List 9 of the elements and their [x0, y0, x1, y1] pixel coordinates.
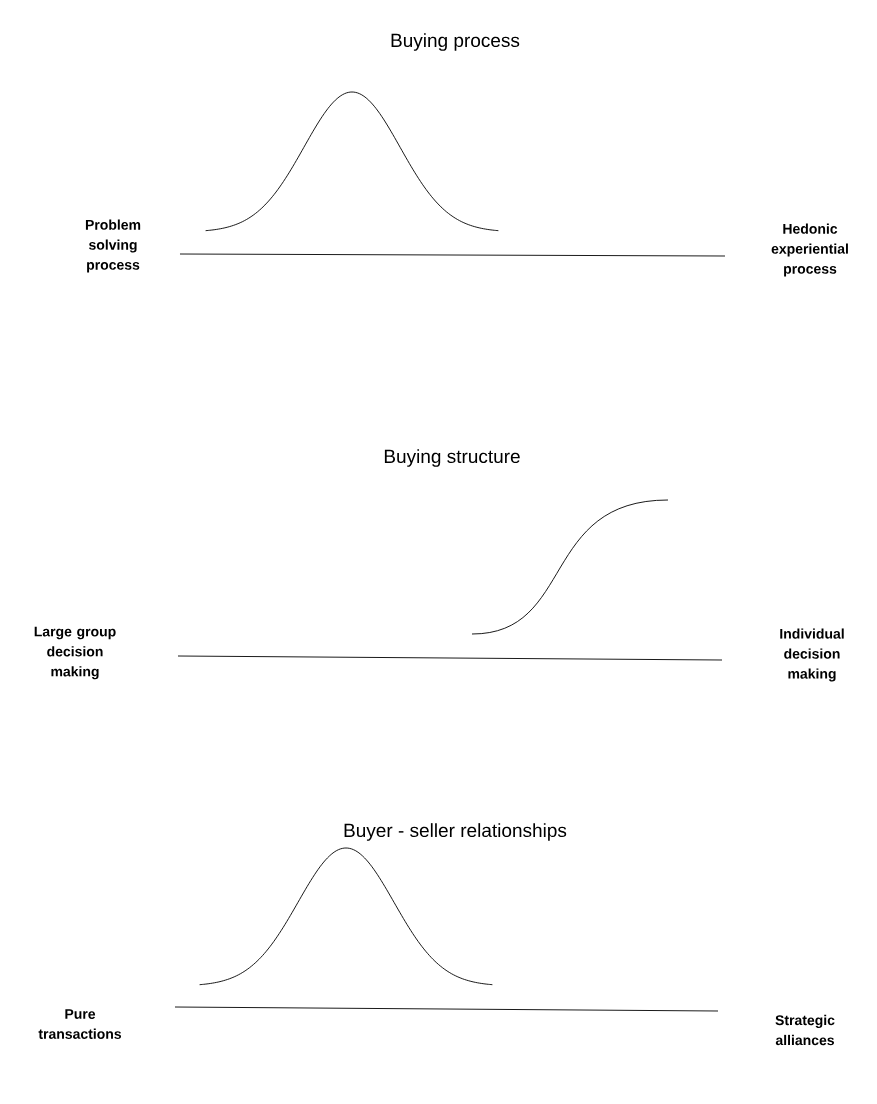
scale-label: Problem solving process [85, 219, 141, 273]
scale-label: Strategic alliances [775, 1014, 835, 1046]
scale-label: Pure transactions [38, 1009, 122, 1039]
scale-label: Hedonic experiential process [771, 223, 848, 277]
scale-label: Large group decision making [34, 626, 116, 680]
panel-title: Buying structure [384, 449, 520, 467]
panel-title: Buying process [391, 33, 520, 51]
panel-title: Buyer - seller relationships [344, 823, 567, 841]
scale-label: Individual decision making [780, 628, 844, 682]
